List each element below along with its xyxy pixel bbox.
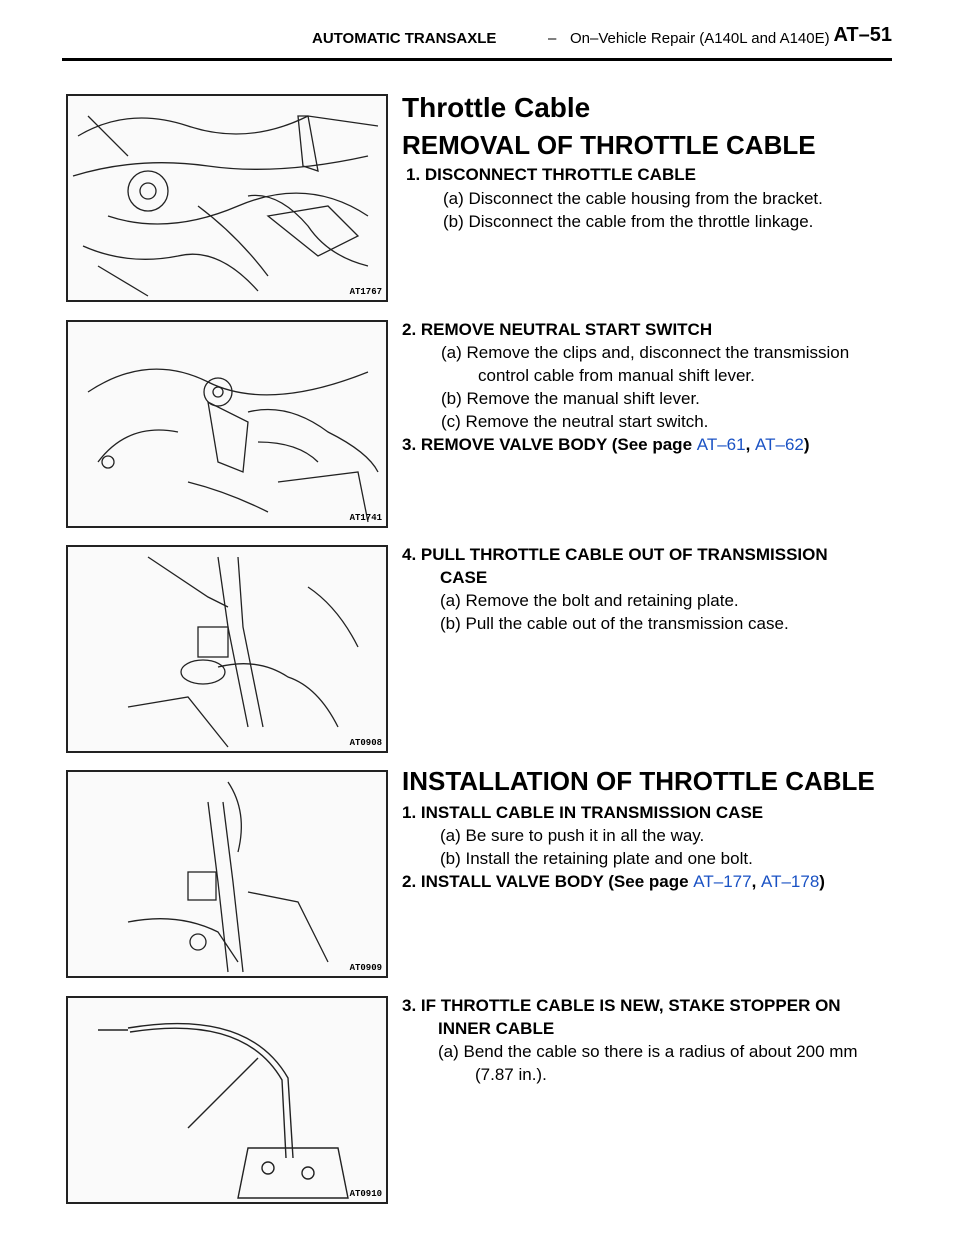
figure-code: AT1741 [349, 513, 382, 523]
figure-code: AT1767 [349, 287, 382, 297]
illustration-transmission-case [127, 556, 359, 748]
installation-step-3-line1: 3. IF THROTTLE CABLE IS NEW, STAKE STOPP… [402, 996, 841, 1015]
figure-code: AT0908 [349, 738, 382, 748]
installation-step-1b: (b) Install the retaining plate and one … [440, 849, 753, 868]
removal-step-2b: (b) Remove the manual shift lever. [441, 389, 700, 408]
removal-step-4-line1: 4. PULL THROTTLE CABLE OUT OF TRANSMISSI… [402, 545, 828, 564]
installation-heading: INSTALLATION OF THROTTLE CABLE [402, 766, 875, 796]
close-paren: ) [803, 435, 810, 454]
header-section: AUTOMATIC TRANSAXLE [312, 30, 497, 47]
removal-step-4b: (b) Pull the cable out of the transmissi… [440, 614, 789, 633]
link-at-61[interactable]: AT–61 [696, 435, 746, 454]
separator: , [751, 872, 762, 891]
link-at-62[interactable]: AT–62 [755, 435, 804, 454]
illustration-throttle-linkage [72, 115, 379, 297]
close-paren: ) [819, 872, 825, 891]
figure-remove-neutral-start-switch: AT1741 [66, 320, 388, 528]
removal-step-3-text: 3. REMOVE VALVE BODY (See page [402, 435, 697, 454]
removal-step-4a: (a) Remove the bolt and retaining plate. [440, 591, 739, 610]
link-at-177[interactable]: AT–177 [693, 872, 752, 891]
installation-step-3a-line2: (7.87 in.). [475, 1065, 547, 1084]
removal-heading: REMOVAL OF THROTTLE CABLE [402, 130, 816, 160]
removal-step-1a: (a) Disconnect the cable housing from th… [443, 189, 823, 208]
installation-step-3a-line1: (a) Bend the cable so there is a radius … [438, 1042, 858, 1061]
illustration-neutral-start-switch [87, 368, 379, 523]
link-at-178[interactable]: AT–178 [761, 872, 820, 891]
header-dash: – [548, 30, 557, 47]
installation-step-1a: (a) Be sure to push it in all the way. [440, 826, 705, 845]
page-header: AUTOMATIC TRANSAXLE – On–Vehicle Repair … [62, 22, 892, 62]
figure-pull-throttle-cable: AT0908 [66, 545, 388, 753]
separator: , [745, 435, 756, 454]
page-number: AT–51 [833, 24, 892, 46]
installation-step-1: 1. INSTALL CABLE IN TRANSMISSION CASE [402, 803, 764, 822]
figure-stake-stopper: AT0910 [66, 996, 388, 1204]
header-rule [62, 58, 892, 61]
illustration-inner-cable [98, 1022, 349, 1199]
installation-step-2: 2. INSTALL VALVE BODY (See page AT–177, … [402, 870, 825, 893]
figure-install-cable: AT0909 [66, 770, 388, 978]
header-subtitle: On–Vehicle Repair (A140L and A140E) [570, 30, 830, 47]
illustration-cable-install [127, 781, 329, 973]
installation-step-3-line2: INNER CABLE [438, 1019, 555, 1038]
removal-step-1b: (b) Disconnect the cable from the thrott… [443, 212, 814, 231]
removal-step-2a-line2: control cable from manual shift lever. [478, 366, 755, 385]
removal-step-2: 2. REMOVE NEUTRAL START SWITCH [402, 320, 713, 339]
removal-step-4-line2: CASE [440, 568, 488, 587]
figure-disconnect-throttle-cable: AT1767 [66, 94, 388, 302]
removal-step-3: 3. REMOVE VALVE BODY (See page AT–61, AT… [402, 433, 810, 456]
removal-step-2c: (c) Remove the neutral start switch. [441, 412, 709, 431]
figure-code: AT0909 [349, 963, 382, 973]
removal-step-2a-line1: (a) Remove the clips and, disconnect the… [441, 343, 850, 362]
installation-step-2-text: 2. INSTALL VALVE BODY (See page [402, 872, 694, 891]
removal-step-1: 1. DISCONNECT THROTTLE CABLE [406, 165, 696, 184]
page-title: Throttle Cable [402, 92, 591, 123]
figure-code: AT0910 [349, 1189, 382, 1199]
